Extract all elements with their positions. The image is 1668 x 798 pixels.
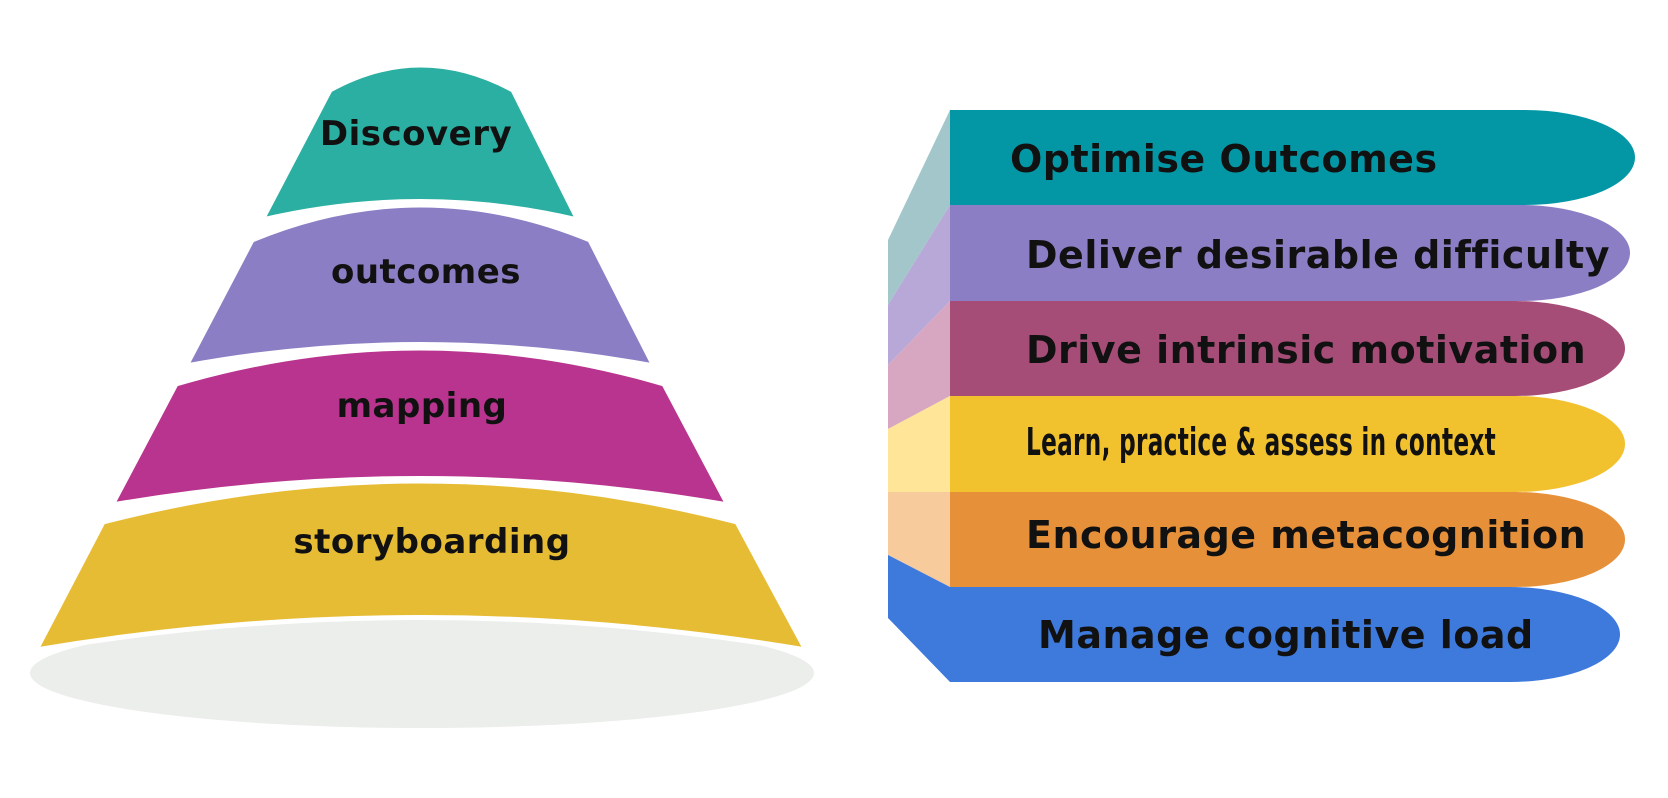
stack-bar-manage-cognitive-load-shape xyxy=(950,587,1620,682)
pyramid-layer-mapping: mapping xyxy=(107,345,733,509)
stack-side-drive-intrinsic-motivation xyxy=(888,301,950,429)
stack-bar-drive-intrinsic-motivation-shape xyxy=(950,301,1625,396)
pyramid-layer-outcomes: outcomes xyxy=(181,202,659,370)
stack-side-optimise-outcomes xyxy=(888,110,950,305)
pyramid-layer-storyboarding-shape xyxy=(31,478,811,654)
pyramid-layer-storyboarding: storyboarding xyxy=(31,478,811,654)
stack-bar-deliver-desirable-difficulty-shape xyxy=(950,205,1630,301)
pyramid-layer-storyboarding-label: storyboarding xyxy=(293,522,570,562)
stack-bar-manage-cognitive-load: Manage cognitive load xyxy=(950,587,1620,682)
stack-bar-drive-intrinsic-motivation-label: Drive intrinsic motivation xyxy=(1026,328,1586,372)
pyramid-layer-discovery-label: Discovery xyxy=(320,114,512,154)
stack-bar-learn-practice-assess: Learn, practice & assess in context xyxy=(950,396,1625,492)
stack-bar-learn-practice-assess-label: Learn, practice & assess in context xyxy=(1026,420,1496,464)
stack-bar-optimise-outcomes: Optimise Outcomes xyxy=(950,110,1635,205)
pyramid-layer-mapping-shape xyxy=(107,345,733,509)
pyramid-layer-outcomes-shape xyxy=(181,202,659,370)
principles-stack-side xyxy=(888,110,950,682)
principles-stack: Optimise Outcomes Deliver desirable diff… xyxy=(888,110,1635,682)
pyramid-layer-discovery-shape xyxy=(257,62,583,224)
stack-bar-learn-practice-assess-shape xyxy=(950,396,1625,492)
pyramid-base-shadow xyxy=(30,618,814,728)
stack-bar-drive-intrinsic-motivation: Drive intrinsic motivation xyxy=(950,301,1625,396)
stack-bar-encourage-metacognition: Encourage metacognition xyxy=(950,492,1625,587)
stack-bar-optimise-outcomes-shape xyxy=(950,110,1635,205)
stack-bar-encourage-metacognition-label: Encourage metacognition xyxy=(1026,513,1586,557)
stack-bar-manage-cognitive-load-label: Manage cognitive load xyxy=(1038,613,1534,657)
stack-bar-deliver-desirable-difficulty-label: Deliver desirable difficulty xyxy=(1026,233,1610,277)
pyramid-layer-outcomes-label: outcomes xyxy=(331,252,521,292)
stack-side-deliver-desirable-difficulty xyxy=(888,205,950,365)
stack-side-encourage-metacognition xyxy=(888,492,950,587)
stack-side-learn-practice-assess xyxy=(888,396,950,492)
pyramid: storyboarding mapping outcomes Discovery xyxy=(30,62,814,728)
stack-bar-optimise-outcomes-label: Optimise Outcomes xyxy=(1010,137,1438,181)
stack-bar-encourage-metacognition-shape xyxy=(950,492,1625,587)
stack-side-manage-cognitive-load xyxy=(888,555,950,682)
pyramid-layer-discovery: Discovery xyxy=(257,62,583,224)
pyramid-layer-mapping-label: mapping xyxy=(337,386,508,426)
stack-bar-deliver-desirable-difficulty: Deliver desirable difficulty xyxy=(950,205,1630,301)
